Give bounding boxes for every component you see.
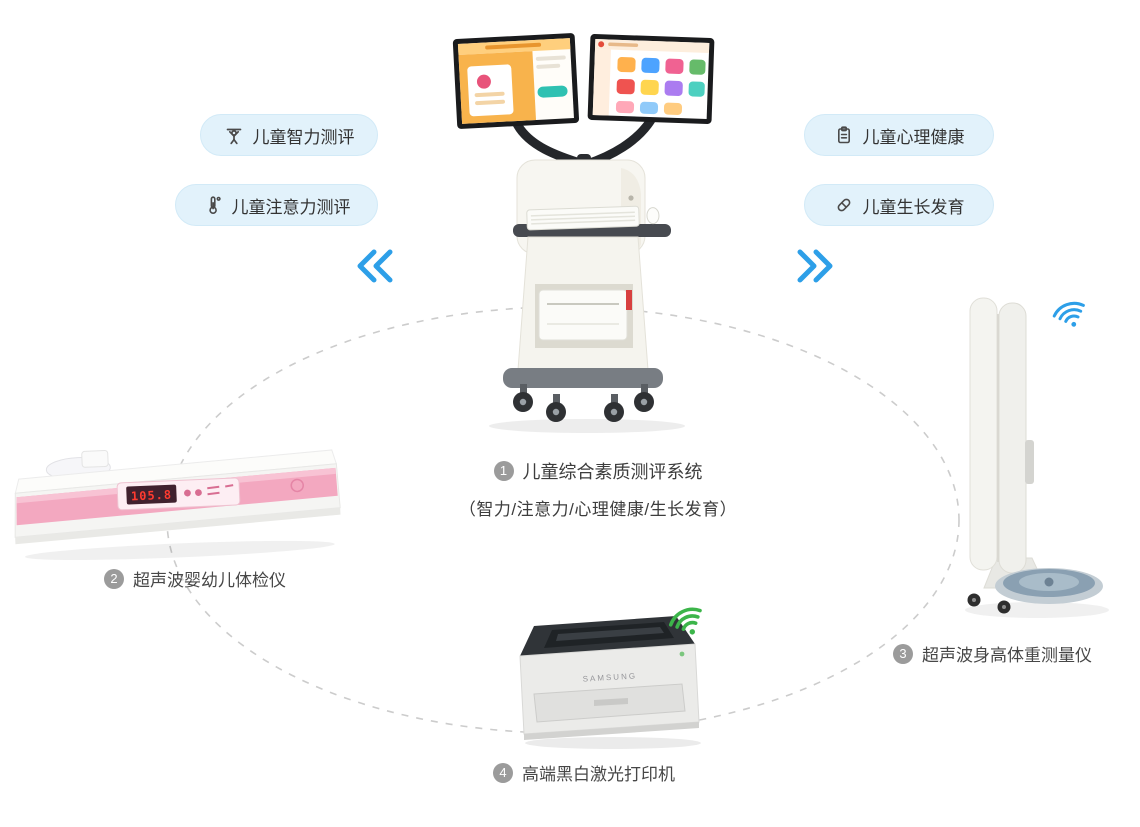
main-system-subtitle: （智力/注意力/心理健康/生长发育） (458, 500, 738, 519)
clipboard-icon (837, 126, 850, 144)
right-monitor-screen (587, 33, 715, 125)
feature-pill-attention: 儿童注意力测评 (175, 184, 378, 226)
wifi-blue-icon (1052, 301, 1085, 327)
feature-pill-label: 儿童心理健康 (862, 127, 965, 147)
feature-pill-intelligence: 儿童智力测评 (200, 114, 378, 156)
number-badge-3: 3 (893, 643, 913, 664)
main-system-caption: 1 儿童综合素质测评系统 （智力/注意力/心理健康/生长发育） (428, 458, 768, 520)
main-system-title: 儿童综合素质测评系统 (522, 462, 703, 482)
feature-pill-label: 儿童生长发育 (862, 197, 965, 217)
double-chevron-left-icon (357, 249, 393, 283)
double-chevron-right-icon (797, 249, 833, 283)
infant-exam-device-illustration: 105.8 (0, 439, 352, 571)
number-badge-2: 2 (104, 568, 124, 589)
height-weight-device-illustration (965, 297, 1109, 618)
assessment-cart-illustration (452, 33, 715, 433)
infant-device-control-panel: 105.8 (116, 477, 241, 511)
laser-printer-illustration: SAMSUNG (519, 616, 701, 749)
printer-caption: 4 高端黑白激光打印机 (493, 760, 675, 785)
child-intelligence-icon (226, 128, 241, 145)
feature-pill-label: 儿童注意力测评 (231, 197, 351, 217)
cart-casters (513, 384, 654, 422)
height-device-title: 超声波身高体重测量仪 (922, 646, 1092, 665)
printer-brand-label: SAMSUNG (582, 671, 637, 683)
number-badge-1: 1 (493, 461, 514, 481)
printer-title: 高端黑白激光打印机 (522, 765, 675, 784)
cart-printer (538, 289, 632, 341)
infant-device-display: 105.8 (131, 488, 173, 504)
infant-device-caption: 2 超声波婴幼儿体检仪 (104, 566, 286, 591)
number-badge-4: 4 (493, 762, 513, 783)
height-device-caption: 3 超声波身高体重测量仪 (893, 641, 1092, 666)
left-monitor-screen (452, 33, 580, 129)
capsule-icon (837, 198, 850, 212)
infant-device-title: 超声波婴幼儿体检仪 (133, 571, 286, 590)
feature-pill-label: 儿童智力测评 (252, 127, 355, 147)
feature-pill-growth: 儿童生长发育 (804, 184, 994, 226)
wifi-green-icon (668, 607, 702, 635)
feature-pill-mental-health: 儿童心理健康 (804, 114, 994, 156)
thermometer-icon (208, 196, 221, 214)
